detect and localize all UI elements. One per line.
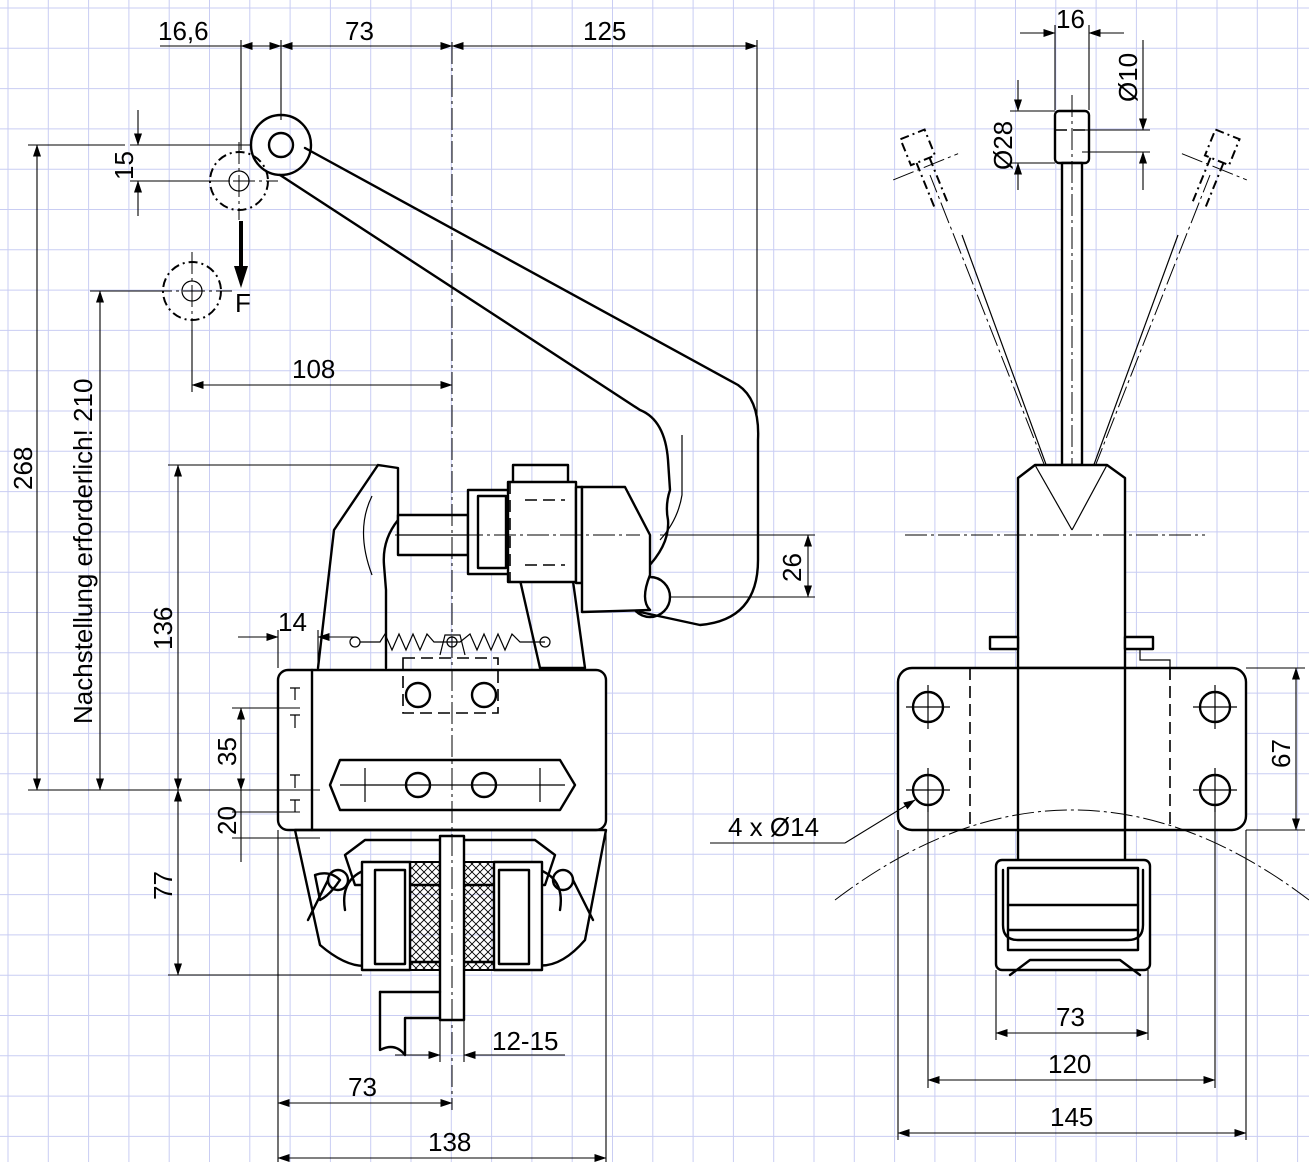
dim-73-bottom: 73 (348, 1072, 377, 1102)
dim-108: 108 (292, 354, 335, 384)
dim-d10: Ø10 (1113, 53, 1143, 102)
dim-268: 268 (8, 447, 38, 490)
dim-120: 120 (1048, 1049, 1091, 1079)
front-view: 16 Ø10 Ø28 67 4 x Ø14 73 (710, 4, 1309, 1140)
front-body (834, 463, 1309, 977)
dim-125: 125 (583, 16, 626, 46)
dim-77: 77 (148, 871, 178, 900)
dim-26: 26 (777, 553, 807, 582)
dim-73-front: 73 (1056, 1002, 1085, 1032)
dim-15: 15 (109, 151, 139, 180)
thread-marks (290, 687, 300, 812)
hole-label: 4 x Ø14 (728, 812, 819, 842)
side-view-dimensions: 16,6 73 125 15 268 Nachstellung erforder… (8, 16, 815, 1162)
dim-16: 16 (1056, 4, 1085, 34)
dim-138: 138 (428, 1127, 471, 1157)
dim-12-15: 12-15 (492, 1026, 559, 1056)
dim-14: 14 (278, 607, 307, 637)
note-210: Nachstellung erforderlich! 210 (68, 379, 98, 724)
front-view-dimensions: 16 Ø10 Ø28 67 4 x Ø14 73 (710, 4, 1305, 1140)
dim-d28: Ø28 (988, 121, 1018, 170)
side-view: F (8, 16, 815, 1162)
dim-136: 136 (148, 607, 178, 650)
force-label: F (235, 288, 251, 318)
dim-145: 145 (1050, 1102, 1093, 1132)
caliper-body (276, 463, 652, 1057)
dim-35: 35 (212, 737, 242, 766)
dim-16-6: 16,6 (158, 16, 209, 46)
dim-73-top: 73 (345, 16, 374, 46)
dim-20: 20 (212, 806, 242, 835)
dim-67: 67 (1266, 739, 1296, 768)
